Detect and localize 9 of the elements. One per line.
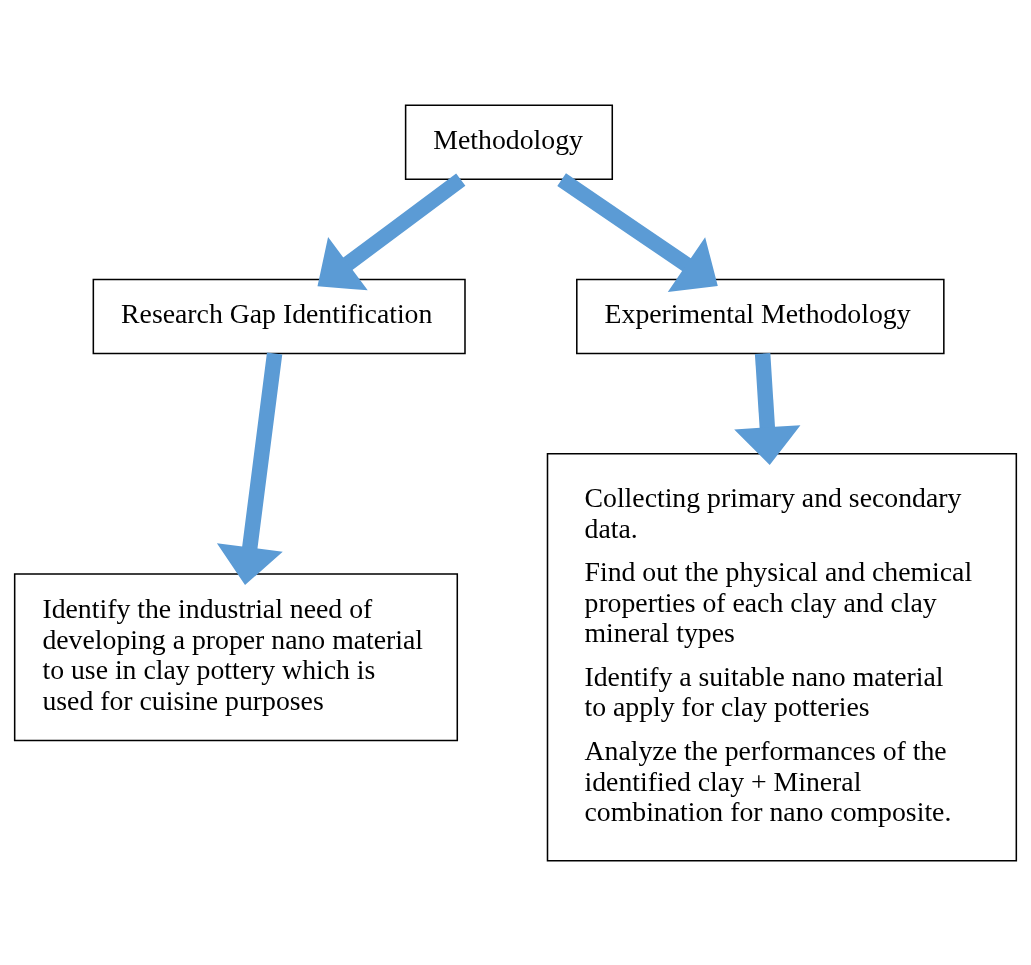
node-box: Methodology [404,103,614,180]
arrow [317,172,466,290]
node-box: Research Gap Identification [92,278,466,354]
arrow [734,352,801,465]
node-box: Collecting primary and secondary data. Find out the physical and chemical properties of each clay and clay mineral types Identify a suitable nano material to apply for clay potteries Analyze the performances of the identified clay + Mineral combination for nano composite. [546,452,1018,862]
node-box: Experimental Methodology [576,278,945,354]
arrow [557,172,718,292]
node-box: Identify the industrial need of developing a proper nano material to use in clay pottery which is used for cuisine purposes [13,572,459,741]
arrow [216,352,283,585]
